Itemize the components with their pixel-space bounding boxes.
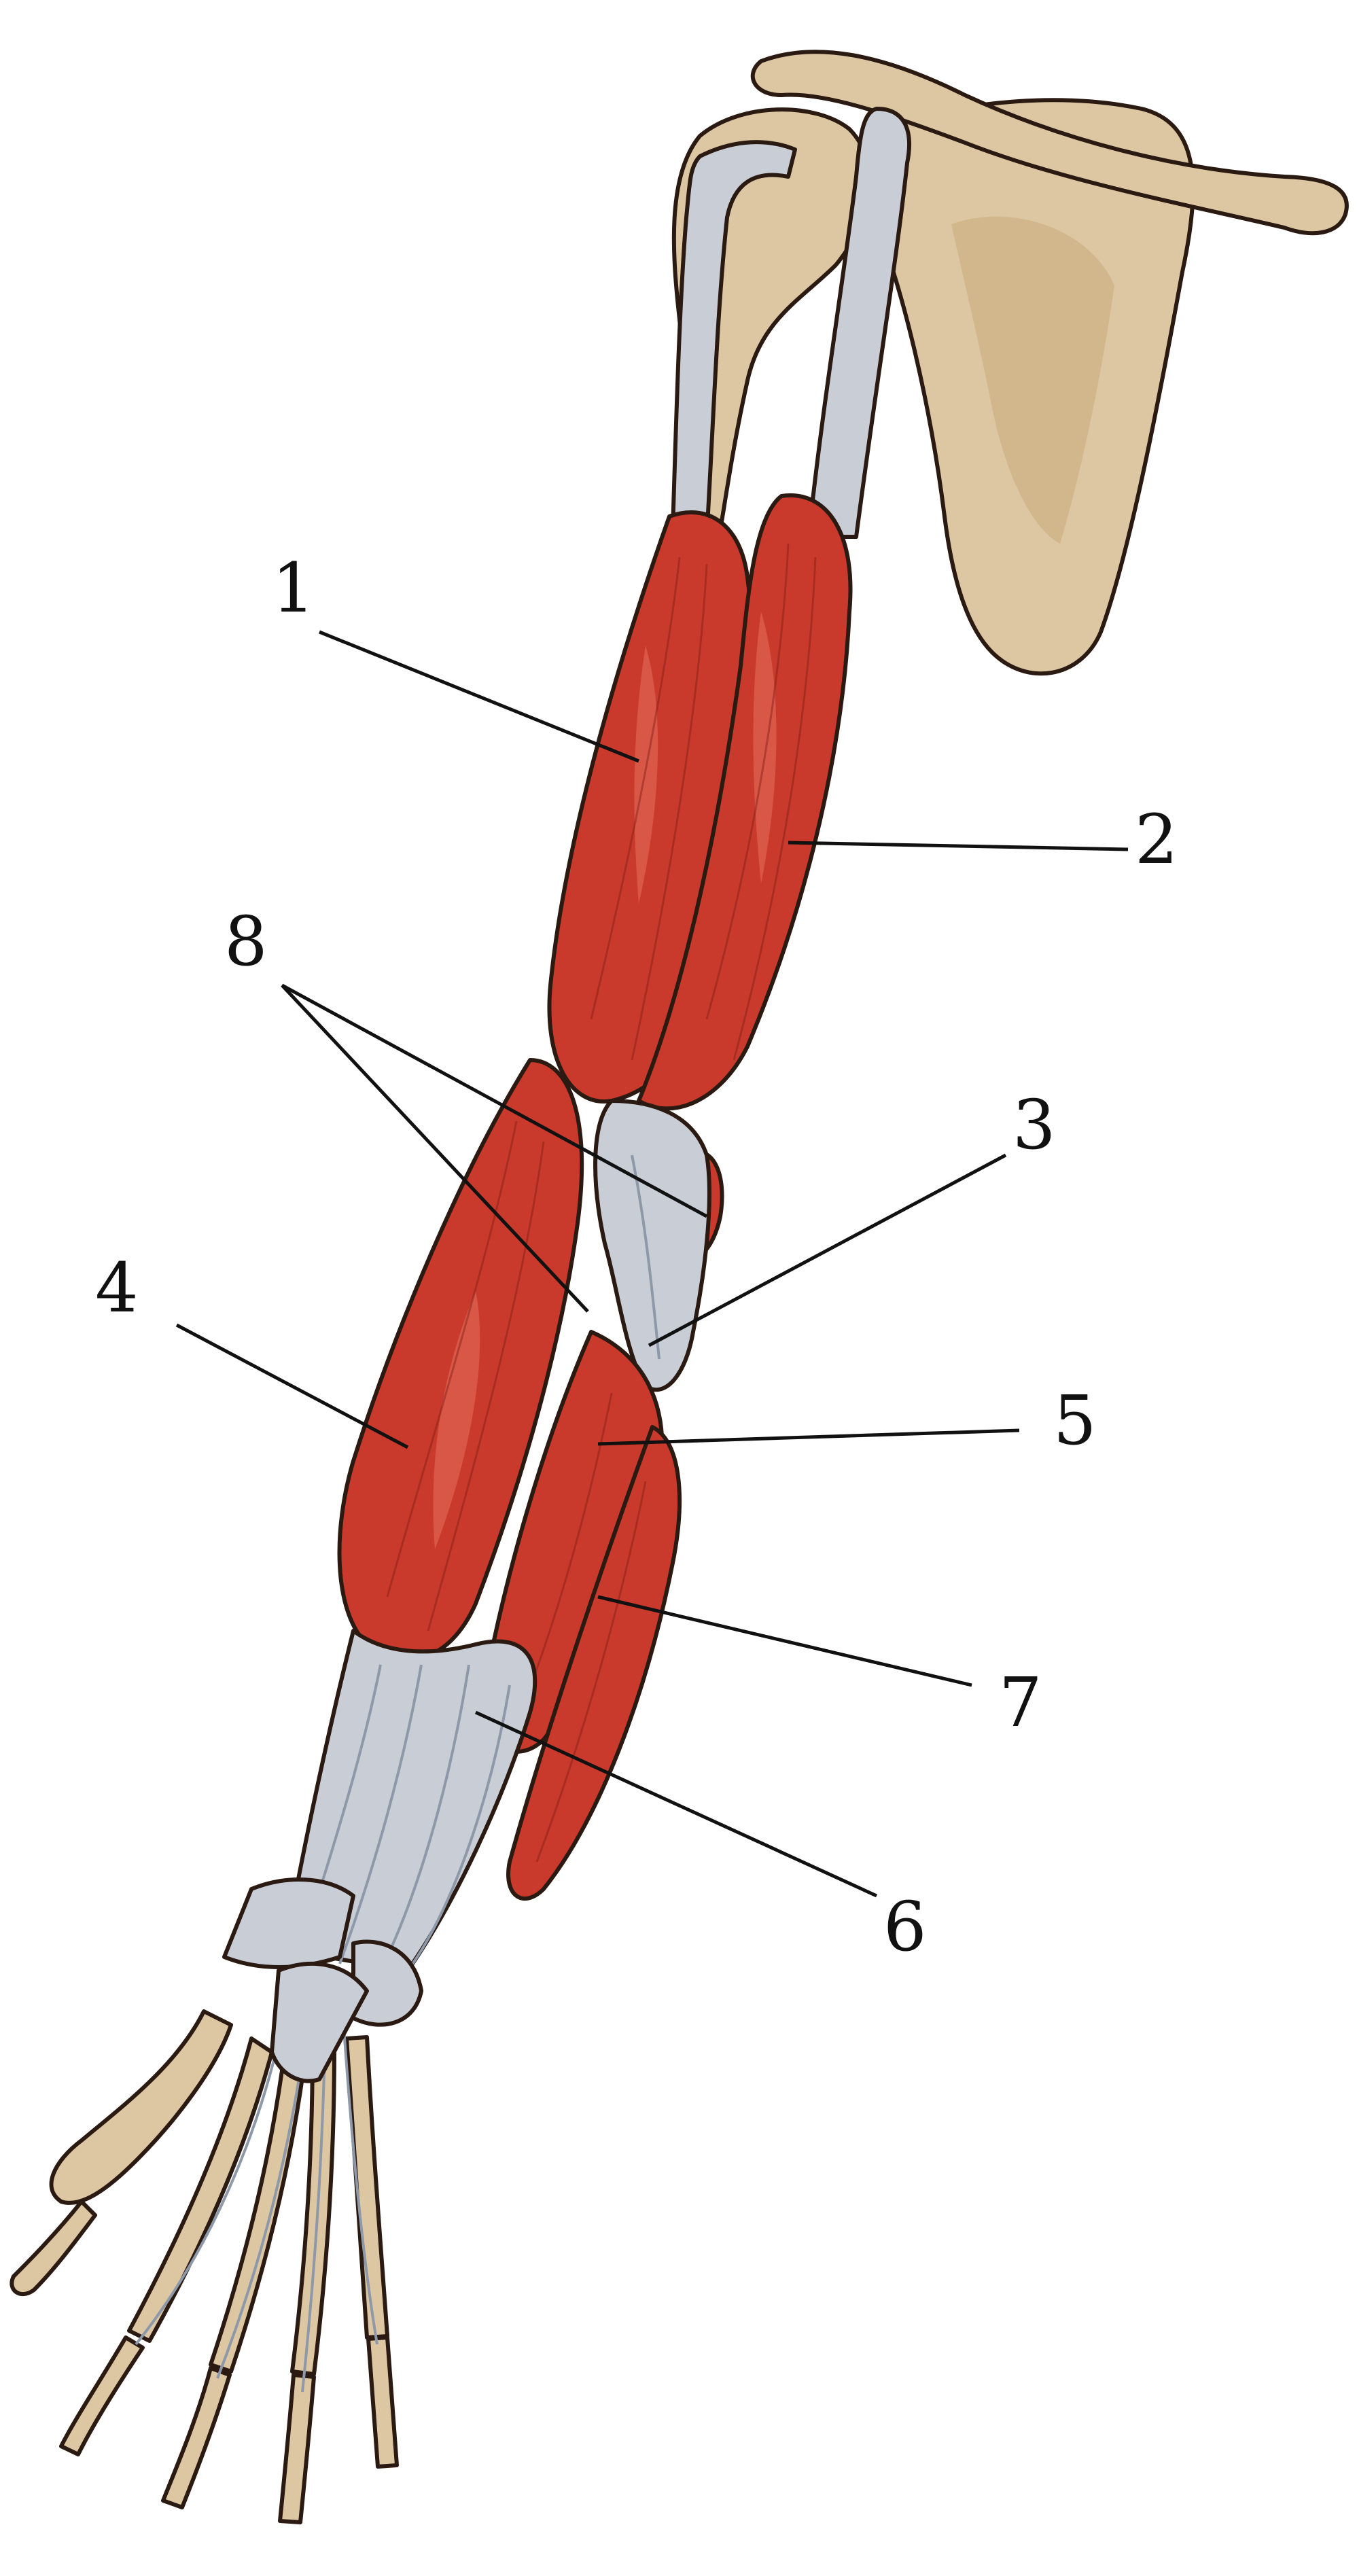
finger-tendons	[135, 1962, 378, 2393]
leader-line-7	[597, 1595, 972, 1687]
clavicle	[750, 50, 1349, 236]
label-8: 8	[224, 902, 268, 981]
label-5: 5	[1053, 1381, 1097, 1460]
label-7: 7	[999, 1663, 1042, 1742]
biceps-brachii	[547, 493, 853, 1111]
label-3: 3	[1012, 1085, 1056, 1165]
scapula	[875, 98, 1195, 676]
leader-line-1	[319, 630, 639, 763]
label-6: 6	[883, 1887, 927, 1966]
leader-line-8b	[281, 984, 589, 1313]
leader-line-8a	[281, 983, 708, 1218]
leader-lines	[175, 630, 1129, 1898]
leader-line-6	[474, 1710, 878, 1898]
label-1: 1	[272, 548, 315, 628]
figure-labels: 1 2 3 4 5 6 7 8	[95, 548, 1178, 1966]
leader-line-3	[648, 1153, 1007, 1347]
hand-bones	[10, 2009, 399, 2524]
label-4: 4	[95, 1248, 139, 1328]
leader-line-5	[597, 1428, 1020, 1446]
wrist-retinaculum	[222, 1877, 423, 2027]
leader-line-4	[175, 1323, 409, 1449]
leader-line-2	[788, 841, 1129, 851]
biceps-tendons	[671, 107, 911, 539]
label-2: 2	[1135, 800, 1178, 879]
